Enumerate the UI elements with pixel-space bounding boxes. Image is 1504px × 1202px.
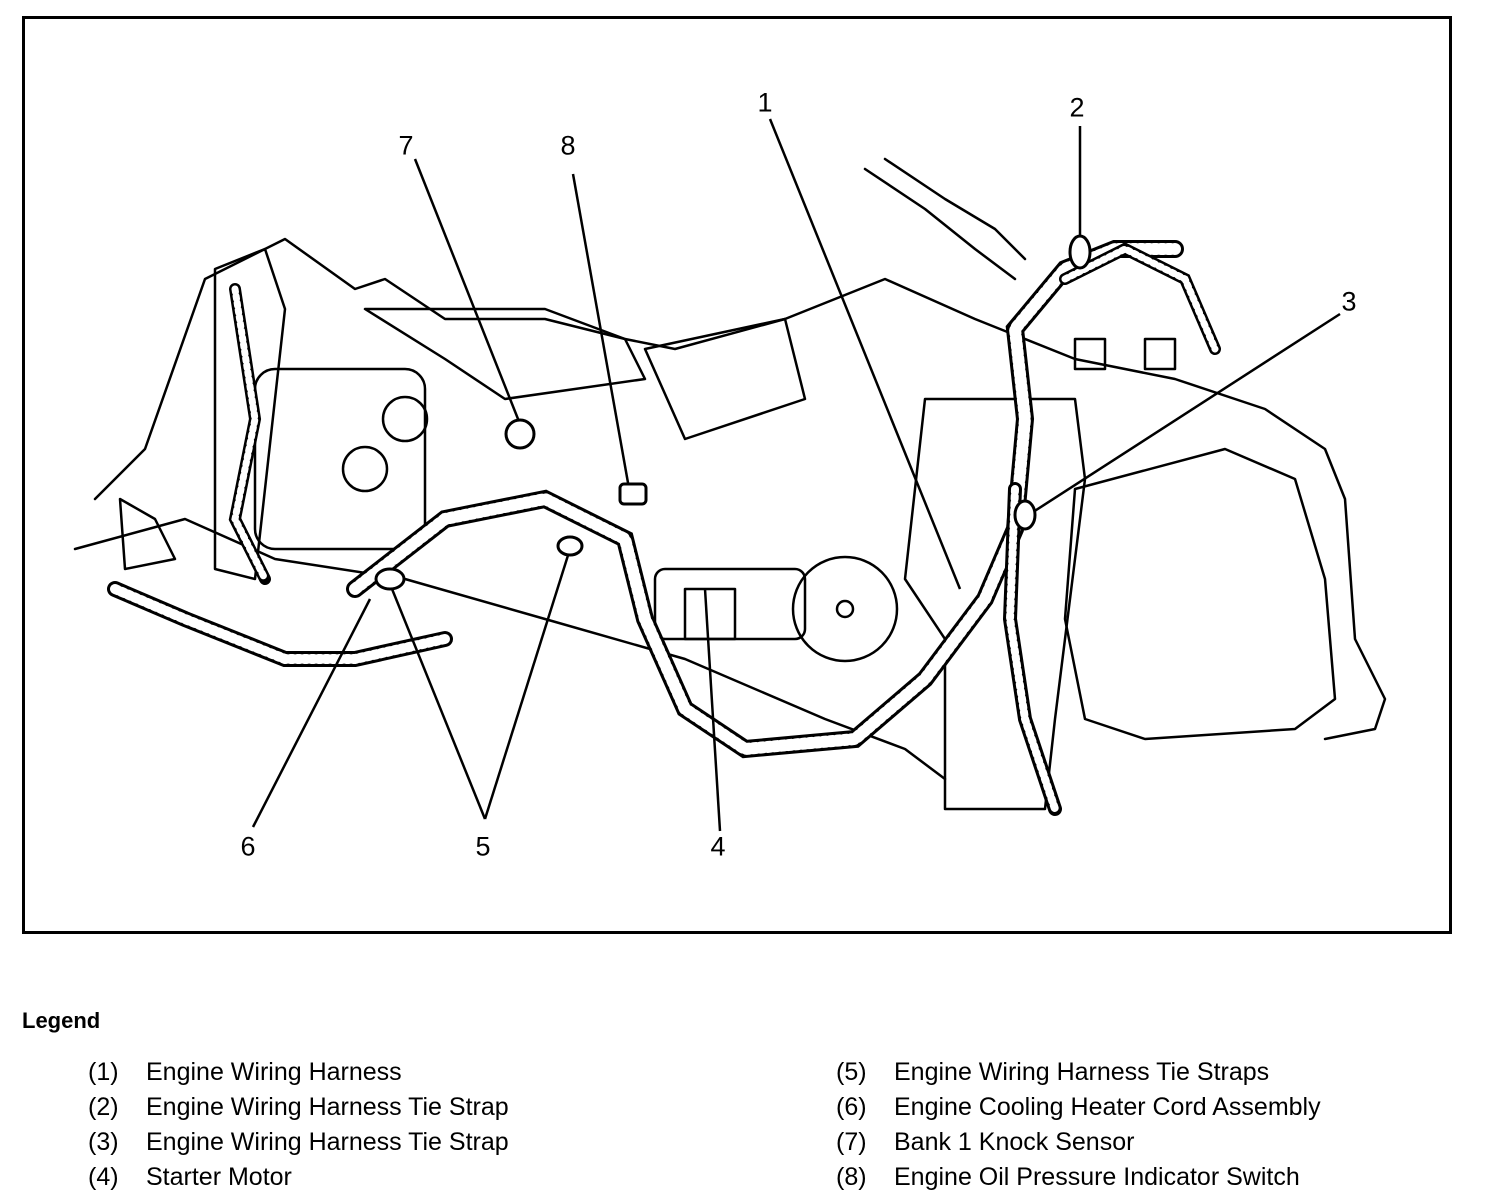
callout-6: 6 xyxy=(240,831,256,862)
engine-illustration xyxy=(73,118,1387,832)
flywheel xyxy=(791,555,899,663)
leader-3 xyxy=(1029,312,1341,516)
oil-pressure-switch xyxy=(618,482,648,506)
engine-block-outline xyxy=(93,237,1387,741)
callout-1: 1 xyxy=(757,87,773,118)
starter-body xyxy=(653,567,807,641)
leader-6 xyxy=(251,598,372,828)
legend-item-5: (5) Engine Wiring Harness Tie Straps xyxy=(836,1058,1269,1087)
callout-4: 4 xyxy=(710,831,726,862)
diagram-frame: 1 2 3 4 5 6 7 8 xyxy=(22,16,1452,934)
leader-4 xyxy=(703,588,722,832)
tie-strap-3 xyxy=(1013,499,1037,531)
knock-sensor xyxy=(504,418,536,450)
legend-item-4: (4) Starter Motor xyxy=(88,1163,292,1192)
legend-text: Engine Wiring Harness Tie Strap xyxy=(146,1128,509,1156)
legend-text: Engine Wiring Harness Tie Strap xyxy=(146,1093,509,1121)
legend-num: (6) xyxy=(836,1093,867,1121)
legend-text: Engine Cooling Heater Cord Assembly xyxy=(894,1093,1321,1121)
transmission-outline xyxy=(903,397,1087,811)
legend-num: (1) xyxy=(88,1058,119,1086)
leader-5a xyxy=(388,583,487,820)
callout-7: 7 xyxy=(398,130,414,161)
tie-strap-5b xyxy=(556,535,584,557)
legend-item-6: (6) Engine Cooling Heater Cord Assembly xyxy=(836,1093,1321,1122)
callout-5: 5 xyxy=(475,831,491,862)
legend-text: Engine Wiring Harness Tie Straps xyxy=(894,1058,1270,1086)
legend-num: (5) xyxy=(836,1058,867,1086)
legend-item-8: (8) Engine Oil Pressure Indicator Switch xyxy=(836,1163,1300,1192)
legend-item-1: (1) Engine Wiring Harness xyxy=(88,1058,402,1087)
legend-num: (7) xyxy=(836,1128,867,1156)
tie-strap-2 xyxy=(1068,234,1092,270)
legend-text: Engine Oil Pressure Indicator Switch xyxy=(894,1163,1300,1191)
legend-text: Engine Wiring Harness xyxy=(146,1058,402,1086)
legend-item-7: (7) Bank 1 Knock Sensor xyxy=(836,1128,1134,1157)
legend-item-3: (3) Engine Wiring Harness Tie Strap xyxy=(88,1128,509,1157)
leader-8 xyxy=(571,173,632,495)
leader-7 xyxy=(413,158,522,425)
callout-2: 2 xyxy=(1069,92,1085,123)
legend-num: (3) xyxy=(88,1128,119,1156)
legend-item-2: (2) Engine Wiring Harness Tie Strap xyxy=(88,1093,509,1122)
legend-num: (8) xyxy=(836,1163,867,1191)
callout-8: 8 xyxy=(560,130,576,161)
leader-1 xyxy=(768,118,962,590)
callout-3: 3 xyxy=(1341,286,1357,317)
leader-5b xyxy=(483,548,572,820)
manifold xyxy=(213,247,287,581)
legend-num: (4) xyxy=(88,1163,119,1191)
upper-hose xyxy=(863,167,1017,281)
legend-title: Legend xyxy=(22,1008,101,1033)
legend-num: (2) xyxy=(88,1093,119,1121)
tie-strap-5a xyxy=(374,567,406,591)
legend-text: Starter Motor xyxy=(146,1163,292,1191)
legend-text: Bank 1 Knock Sensor xyxy=(894,1128,1135,1156)
oil-pan-outline xyxy=(1063,447,1337,741)
